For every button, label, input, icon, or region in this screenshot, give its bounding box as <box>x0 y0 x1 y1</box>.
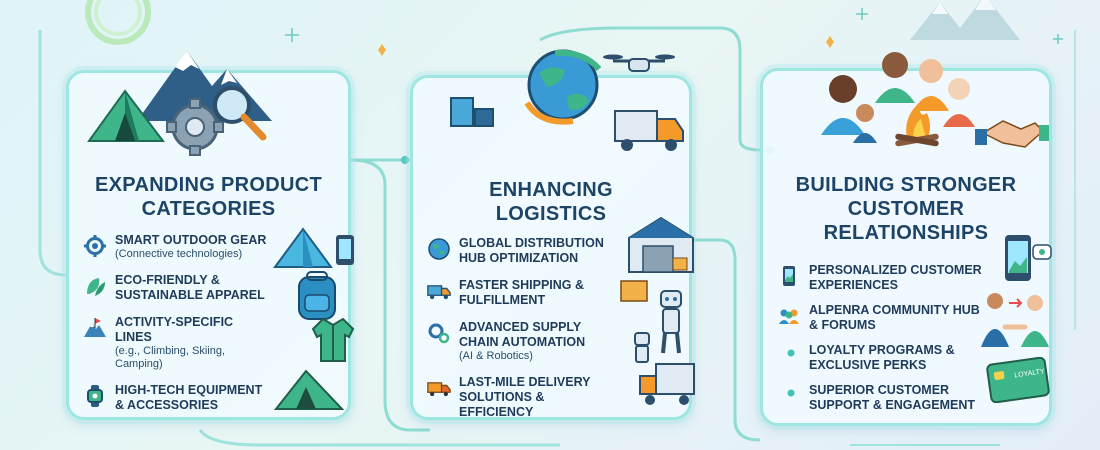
panel-title: EXPANDING PRODUCT CATEGORIES <box>95 174 322 220</box>
people-group-icon <box>821 52 975 143</box>
list-item: ECO-FRIENDLY & SUSTAINABLE APPAREL <box>83 273 270 303</box>
item-main: LAST-MILE DELIVERY SOLUTIONS & EFFICIENC… <box>459 375 591 419</box>
campfire-icon <box>895 103 939 147</box>
community-campfire-icon <box>821 52 1049 148</box>
bullet-dot-icon <box>787 349 795 357</box>
panel-building-customer-relationships: Building Stronger Customer Relationships… <box>760 52 1052 426</box>
item-main: HIGH-TECH EQUIPMENT & ACCESSORIES <box>115 383 263 412</box>
globe-drone-truck-icon <box>450 49 684 151</box>
delivery-van-icon <box>639 363 695 405</box>
item-main: LOYALTY PROGRAMS & EXCLUSIVE PERKS <box>809 343 955 372</box>
phone-icon <box>783 266 795 286</box>
loyalty-card-icon: LOYALTY <box>986 357 1050 403</box>
decorative-circles-icon <box>85 0 151 45</box>
leaf-icon <box>87 278 105 296</box>
list-item: FASTER SHIPPING & FULFILLMENT <box>427 278 619 308</box>
background-mountains-icon <box>910 0 1020 40</box>
item-sub: (e.g., Climbing, Skiing, Camping) <box>115 345 226 370</box>
card-label: LOYALTY <box>1014 368 1045 379</box>
mountain-icon <box>84 318 106 337</box>
list-item: ACTIVITY-SPECIFIC LINES(e.g., Climbing, … <box>83 315 270 371</box>
delivery-truck-icon <box>427 382 451 397</box>
drone-icon <box>603 54 675 72</box>
list-item: HIGH-TECH EQUIPMENT & ACCESSORIES <box>83 383 270 413</box>
item-sub: (Connective technologies) <box>115 248 243 260</box>
handshake-icon <box>975 120 1049 148</box>
panel-expanding-product-categories: EXPANDING PRODUCT CATEGORIES SMART OUTDO… <box>66 51 355 420</box>
list-item: SUPERIOR CUSTOMER SUPPORT & ENGAGEMENT <box>777 383 985 413</box>
list-item: GLOBAL DISTRIBUTION HUB OPTIMIZATION <box>427 236 619 266</box>
item-main: GLOBAL DISTRIBUTION HUB OPTIMIZATION <box>459 236 604 265</box>
smartphone-app-icon <box>1005 235 1052 281</box>
panel-enhancing-logistics: ENHANCING LOGISTICS GLOBAL DISTRIBUTION … <box>410 49 695 420</box>
item-list: PERSONALIZED CUSTOMER EXPERIENCES ALPENR… <box>777 263 985 425</box>
gears-icon <box>428 323 450 344</box>
panel-title: ENHANCING LOGISTICS <box>413 178 689 226</box>
robot-icon <box>620 280 682 363</box>
truck-icon <box>614 110 684 151</box>
list-item: PERSONALIZED CUSTOMER EXPERIENCES <box>777 263 985 293</box>
panel-title: Building Stronger Customer Relationships <box>763 173 1049 245</box>
community-icon <box>779 309 799 324</box>
item-main: ADVANCED SUPPLY CHAIN AUTOMATION <box>459 320 586 349</box>
gear-icon <box>84 235 106 257</box>
sparkle-icon <box>285 8 1063 56</box>
globe-icon <box>428 238 450 260</box>
list-item: SMART OUTDOOR GEAR(Connective technologi… <box>83 233 270 261</box>
support-people-icon <box>981 293 1049 347</box>
list-item: ADVANCED SUPPLY CHAIN AUTOMATION(AI & Ro… <box>427 320 619 363</box>
truck-icon <box>427 285 451 300</box>
jacket-icon <box>311 317 355 362</box>
item-sub: (AI & Robotics) <box>459 350 533 362</box>
item-main: ECO-FRIENDLY & SUSTAINABLE APPAREL <box>115 273 265 302</box>
item-list: SMART OUTDOOR GEAR(Connective technologi… <box>83 233 270 425</box>
backpack-icon <box>298 271 336 320</box>
tent-mountains-magnifier-icon <box>87 51 272 156</box>
item-main: ACTIVITY-SPECIFIC LINES <box>115 315 234 344</box>
list-item: ALPENRA COMMUNITY HUB & FORUMS <box>777 303 985 333</box>
item-main: SMART OUTDOOR GEAR <box>115 233 267 247</box>
item-list: GLOBAL DISTRIBUTION HUB OPTIMIZATION FAS… <box>427 236 619 432</box>
item-main: PERSONALIZED CUSTOMER EXPERIENCES <box>809 263 982 292</box>
item-main: SUPERIOR CUSTOMER SUPPORT & ENGAGEMENT <box>809 383 975 412</box>
smartwatch-icon <box>87 385 103 407</box>
bullet-dot-icon <box>787 389 795 397</box>
list-item: LAST-MILE DELIVERY SOLUTIONS & EFFICIENC… <box>427 375 619 420</box>
camping-tent-icon <box>274 369 344 410</box>
panel-title-text: ENHANCING LOGISTICS <box>489 179 613 225</box>
item-main: FASTER SHIPPING & FULFILLMENT <box>459 278 585 307</box>
item-main: ALPENRA COMMUNITY HUB & FORUMS <box>809 303 980 332</box>
smart-tent-icon <box>273 227 354 268</box>
panel-title-text: Building Stronger Customer Relationships <box>795 174 1017 244</box>
list-item: LOYALTY PROGRAMS & EXCLUSIVE PERKS <box>777 343 985 373</box>
warehouse-icon <box>628 216 694 273</box>
